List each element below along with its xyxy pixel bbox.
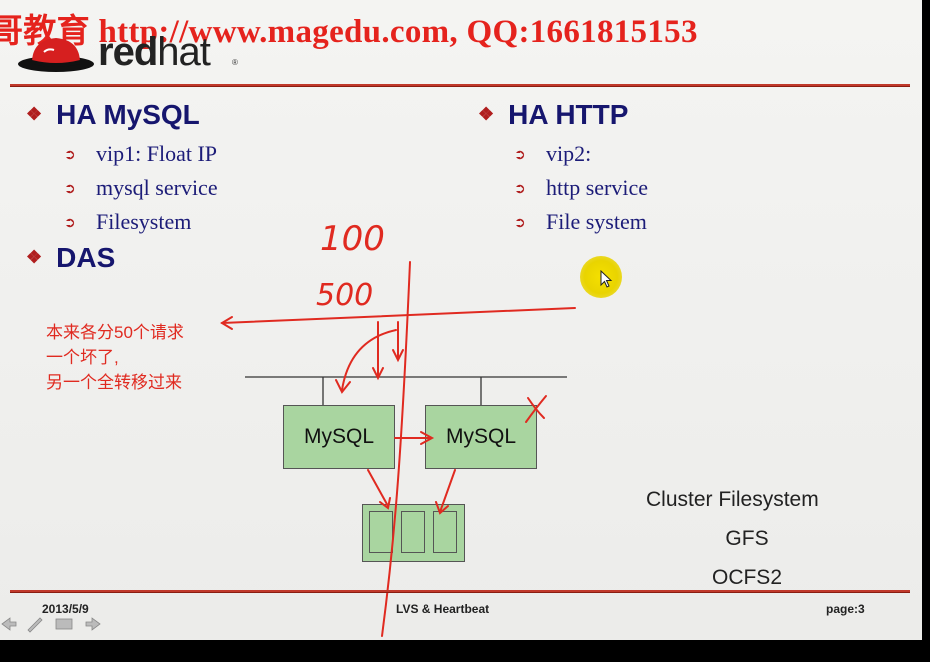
logo-red: red	[98, 30, 158, 74]
ha-mysql-title: HA MySQL	[56, 99, 200, 130]
ha-http-title: HA HTTP	[508, 99, 629, 130]
list-item: ➲ Filesystem	[64, 209, 191, 235]
mysql-left-label: MySQL	[303, 425, 374, 448]
storage-disk	[401, 511, 425, 553]
item-text: Filesystem	[96, 209, 192, 234]
arrow-bullet-icon: ➲	[64, 147, 76, 163]
item-text: vip1: Float IP	[96, 141, 218, 166]
arrow-bullet-icon: ➲	[514, 181, 526, 197]
slideshow-toolbar	[0, 614, 110, 634]
list-item: ➲ File system	[514, 209, 647, 235]
diamond-bullet-icon: ❖	[26, 104, 43, 124]
list-item: ➲ mysql service	[64, 175, 218, 201]
storage-disk	[433, 511, 457, 553]
section-title-ha-http: ❖ HA HTTP	[478, 99, 628, 131]
footer-page: page:3	[826, 602, 865, 616]
page-label: page:	[826, 602, 859, 616]
arrow-bullet-icon: ➲	[64, 181, 76, 197]
item-text: mysql service	[96, 175, 218, 200]
toolbar-icons	[1, 617, 101, 633]
list-item: ➲ http service	[514, 175, 648, 201]
section-title-das: ❖ DAS	[26, 242, 115, 274]
page-number: 3	[858, 602, 865, 616]
prev-slide-icon[interactable]	[1, 617, 17, 631]
diamond-bullet-icon: ❖	[26, 247, 43, 267]
logo-trademark: ®	[232, 58, 238, 67]
cluster-fs-title: Cluster Filesystem	[646, 488, 819, 511]
mysql-right-label: MySQL	[445, 425, 516, 448]
next-slide-icon[interactable]	[85, 617, 101, 631]
list-item: ➲ vip1: Float IP	[64, 141, 217, 167]
footer-date: 2013/5/9	[42, 602, 89, 616]
das-title: DAS	[56, 242, 116, 273]
arrow-bullet-icon: ➲	[514, 147, 526, 163]
list-item: ➲ vip2:	[514, 141, 591, 167]
cluster-fs-ocfs2: OCFS2	[711, 566, 782, 589]
footer-title: LVS & Heartbeat	[396, 602, 490, 616]
item-text: http service	[546, 175, 649, 200]
slide: 哥教育 http://www.magedu.com, QQ:1661815153…	[0, 0, 922, 640]
watermark-text: 哥教育 http://www.magedu.com, QQ:1661815153	[0, 14, 698, 50]
handwritten-500: 500	[316, 278, 373, 313]
diamond-bullet-icon: ❖	[478, 104, 495, 124]
mouse-cursor-icon	[600, 270, 613, 288]
menu-icon[interactable]	[55, 618, 73, 630]
shared-storage	[362, 504, 465, 562]
arrow-bullet-icon: ➲	[514, 215, 526, 231]
cluster-fs-gfs: GFS	[725, 527, 769, 550]
section-title-ha-mysql: ❖ HA MySQL	[26, 99, 200, 131]
diagram-lines	[245, 376, 567, 405]
mysql-node-right: MySQL	[425, 405, 537, 469]
logo-hat: hat	[157, 30, 211, 74]
arrow-bullet-icon: ➲	[64, 215, 76, 231]
logo-wordmark: redhat	[98, 30, 211, 75]
annotation-note: 本来各分50个请求 一个坏了, 另一个全转移过来	[46, 323, 184, 392]
mysql-node-left: MySQL	[283, 405, 395, 469]
item-text: File system	[546, 209, 647, 234]
item-text: vip2:	[546, 141, 592, 166]
footer-rule	[10, 590, 910, 593]
pen-icon[interactable]	[27, 617, 43, 633]
hand-annotations: 100 500	[220, 219, 576, 637]
header-rule	[10, 84, 910, 87]
storage-disk	[369, 511, 393, 553]
redhat-logo-icon	[18, 38, 94, 72]
handwritten-100: 100	[320, 219, 385, 259]
